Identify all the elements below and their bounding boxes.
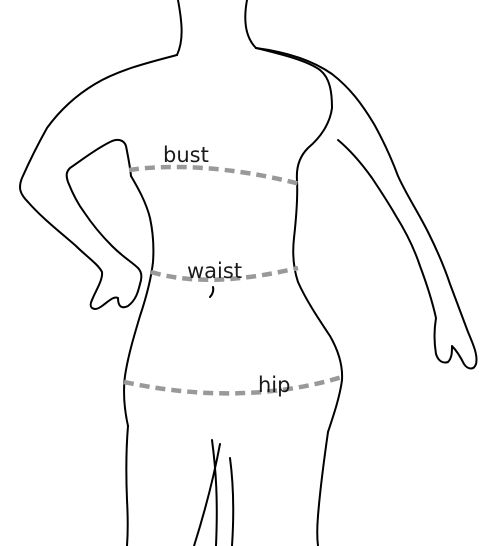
inner-leg-outline-1 [212,440,217,546]
left-leg-outline [126,426,128,546]
hip-measure-line [124,377,342,393]
inner-leg-outline-3 [230,458,233,546]
right-arm-outline [256,48,477,369]
hip-label: hip [258,373,290,397]
bust-label: bust [163,143,209,167]
bust-measure-line [129,167,300,184]
right-leg-outline [317,432,328,546]
neck-left-line [177,0,182,55]
waist-label: waist [187,259,242,283]
navel-mark [210,287,213,297]
neck-right-line [245,0,256,48]
